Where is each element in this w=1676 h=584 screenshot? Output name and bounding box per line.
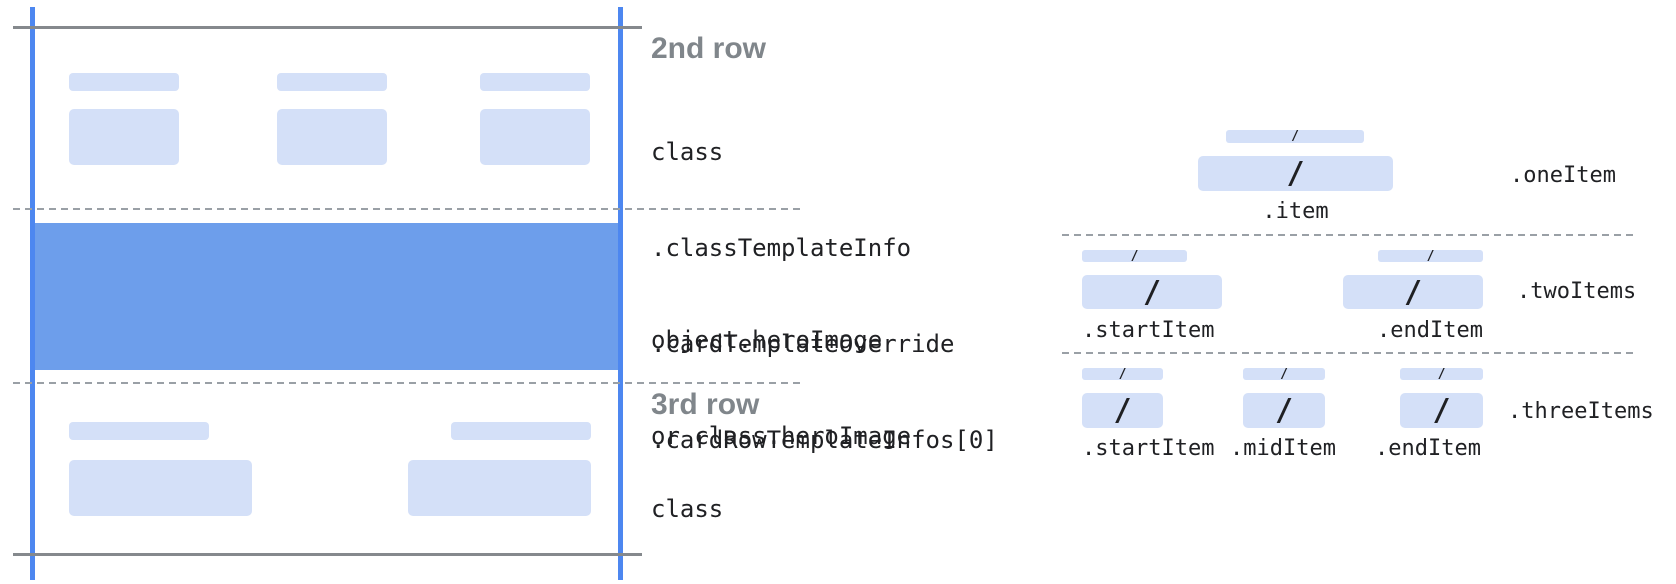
card-top-line (13, 26, 642, 29)
two-items-start-field-label: .startItem (1082, 318, 1215, 343)
row2-code-block: class .classTemplateInfo .cardTemplateOv… (651, 72, 998, 520)
row2-col3-value-placeholder (480, 109, 590, 165)
three-items-start-label-bar: / (1082, 366, 1163, 382)
row2-col2-label-placeholder (277, 73, 387, 91)
row3-code-block: class .classTemplateInfo .cardTemplateOv… (651, 432, 998, 584)
slash-glyph: / (1130, 248, 1139, 264)
code-line: .classTemplateInfo (651, 234, 912, 262)
slash-glyph: / (1118, 366, 1127, 382)
hero-divider-dashed-line (13, 382, 800, 384)
three-items-start-value-bar: / (1082, 393, 1163, 428)
row2-divider-dashed-line (13, 208, 800, 210)
three-items-end-value-bar: / (1400, 393, 1483, 428)
three-items-start-field-label: .startItem (1082, 436, 1215, 461)
one-item-label-bar: / (1226, 129, 1364, 144)
three-items-end-field-label: .endItem (1375, 436, 1481, 461)
row3-col1-value-placeholder (69, 460, 252, 516)
two-items-end-field-label: .endItem (1377, 318, 1483, 343)
code-line: or class.heroImage (651, 422, 912, 450)
slash-glyph: / (1403, 274, 1423, 310)
code-line: class (651, 138, 724, 166)
slash-glyph: / (1432, 393, 1451, 428)
row3-heading: 3rd row (651, 388, 760, 421)
slash-glyph: / (1437, 366, 1446, 382)
slash-glyph: / (1426, 248, 1435, 264)
code-line: .cardTemplateOverride (651, 330, 955, 358)
hero-image-band (35, 223, 618, 370)
two-items-start-value-bar: / (1082, 274, 1222, 310)
code-line: .cardRowTemplateInfos[0] (651, 426, 998, 454)
two-items-end-value-bar: / (1343, 274, 1483, 310)
row2-heading: 2nd row (651, 32, 767, 65)
two-items-end-label-bar: / (1378, 248, 1483, 264)
row2-col1-label-placeholder (69, 73, 179, 91)
slash-glyph: / (1291, 129, 1299, 144)
one-item-variant-label: .oneItem (1510, 163, 1616, 188)
three-items-end-label-bar: / (1400, 366, 1483, 382)
three-items-mid-label-bar: / (1243, 366, 1325, 382)
code-line: object.heroImage (651, 326, 883, 354)
two-three-divider-dashed-line (1062, 352, 1637, 354)
slash-glyph: / (1113, 393, 1132, 428)
slash-glyph: / (1286, 156, 1305, 191)
card-bottom-line (13, 553, 642, 556)
three-items-variant-label: .threeItems (1508, 399, 1654, 424)
one-item-field-label: .item (1262, 199, 1329, 224)
one-two-divider-dashed-line (1062, 234, 1637, 236)
two-items-start-label-bar: / (1082, 248, 1187, 264)
card-left-edge-line (30, 7, 35, 580)
row2-col1-value-placeholder (69, 109, 179, 165)
three-items-mid-value-bar: / (1243, 393, 1325, 428)
code-line: class (651, 495, 724, 523)
slash-glyph: / (1274, 393, 1294, 428)
row3-col1-label-placeholder (69, 422, 209, 440)
three-items-mid-field-label: .midItem (1230, 436, 1336, 461)
one-item-value-bar: / (1198, 156, 1393, 191)
row2-col3-label-placeholder (480, 73, 590, 91)
slash-glyph: / (1280, 366, 1288, 382)
slash-glyph: / (1142, 274, 1162, 310)
row2-col2-value-placeholder (277, 109, 387, 165)
row3-col2-value-placeholder (408, 460, 591, 516)
hero-code-block: object.heroImage or class.heroImage (651, 260, 911, 516)
two-items-variant-label: .twoItems (1517, 279, 1637, 304)
row3-col2-label-placeholder (451, 422, 591, 440)
card-right-edge-line (618, 7, 623, 580)
